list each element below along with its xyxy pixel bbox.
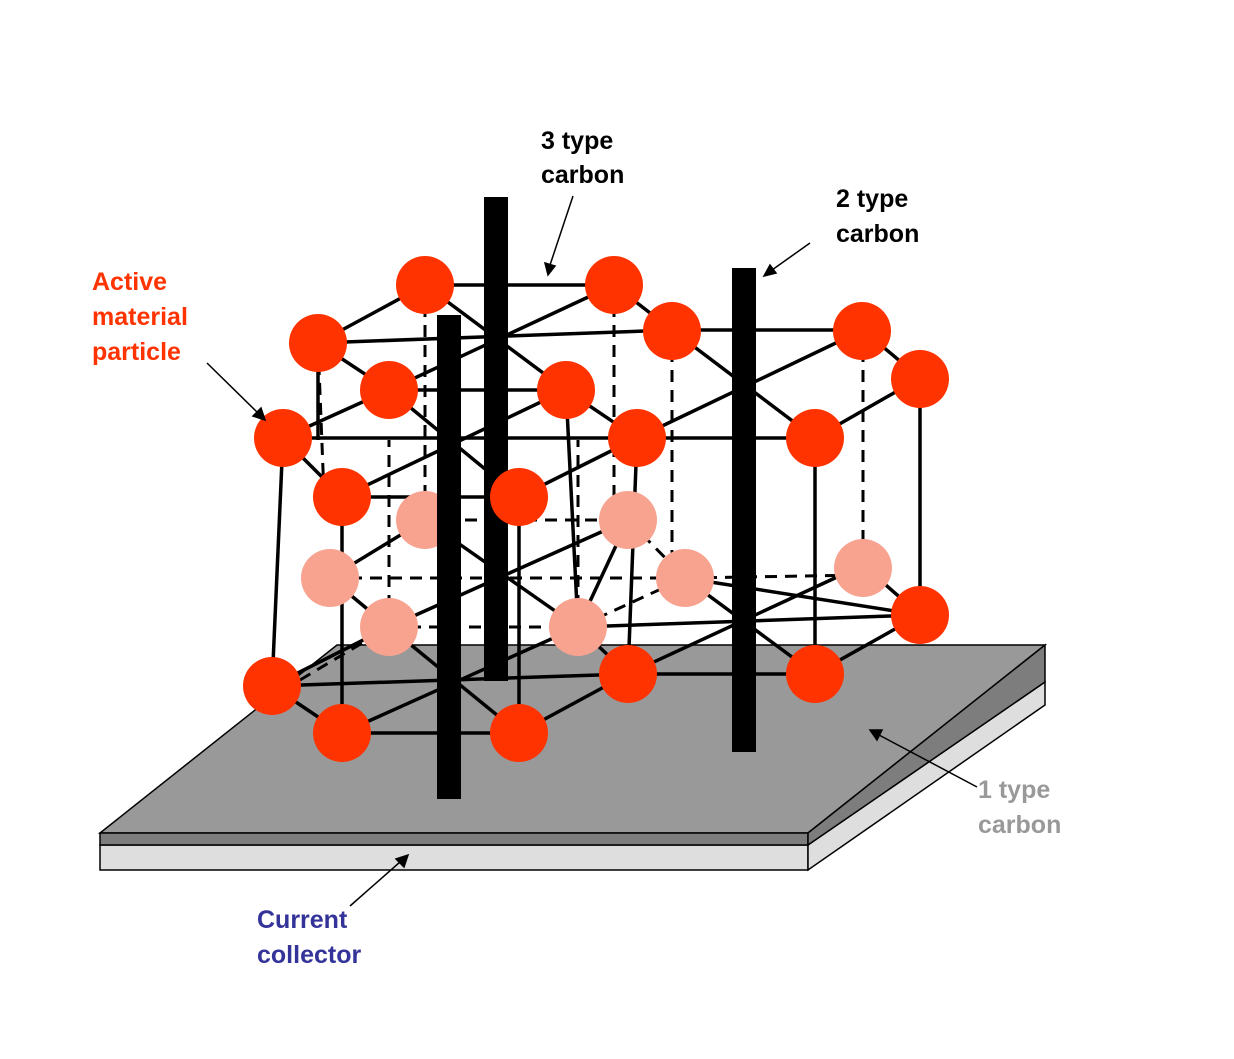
label-current-collector: Current collector [257, 906, 361, 969]
arrowhead [868, 729, 884, 742]
label-type2-line1: 2 type [836, 185, 908, 213]
particle-faded [656, 549, 714, 607]
particle [313, 704, 371, 762]
label-active-line2: material [92, 303, 188, 331]
particle [360, 361, 418, 419]
label-active-line1: Active [92, 268, 167, 296]
particle [585, 256, 643, 314]
particle [254, 409, 312, 467]
particle [396, 256, 454, 314]
label-collector-line1: Current [257, 906, 348, 934]
type2-carbon-rod-left [437, 315, 461, 799]
rear-particles [301, 491, 892, 656]
label-type3-carbon: 3 type carbon [541, 127, 624, 189]
particle-faded [549, 598, 607, 656]
particle [243, 657, 301, 715]
label-type1-line1: 1 type [978, 776, 1050, 804]
particle [643, 302, 701, 360]
particle-faded [834, 539, 892, 597]
particle [313, 468, 371, 526]
current-collector [99, 680, 1046, 872]
particle [599, 645, 657, 703]
particle [490, 468, 548, 526]
particle [786, 645, 844, 703]
particle [608, 409, 666, 467]
label-type2-carbon: 2 type carbon [836, 185, 919, 248]
particle [786, 409, 844, 467]
type3-carbon-rod [484, 197, 508, 681]
particle [833, 302, 891, 360]
label-type3-line2: carbon [541, 161, 624, 189]
label-type2-line2: carbon [836, 220, 919, 248]
label-collector-line2: collector [257, 941, 361, 969]
particle-faded [301, 549, 359, 607]
label-type3-line1: 3 type [541, 127, 613, 155]
active-particles [243, 256, 949, 762]
arrowhead [762, 263, 778, 278]
type2-carbon-rod-right [732, 268, 756, 752]
arrowhead [543, 261, 557, 277]
label-type1-carbon: 1 type carbon [978, 776, 1061, 839]
arrowhead [251, 406, 267, 422]
label-active-line3: particle [92, 338, 181, 366]
particle [289, 314, 347, 372]
label-type1-line2: carbon [978, 811, 1061, 839]
particle-faded [599, 491, 657, 549]
leader-arrows [206, 195, 978, 907]
particle-faded [360, 598, 418, 656]
arrowhead [394, 853, 410, 869]
particle [891, 586, 949, 644]
particle [891, 350, 949, 408]
particle [490, 704, 548, 762]
particle [537, 361, 595, 419]
label-active-material: Active material particle [92, 268, 188, 366]
